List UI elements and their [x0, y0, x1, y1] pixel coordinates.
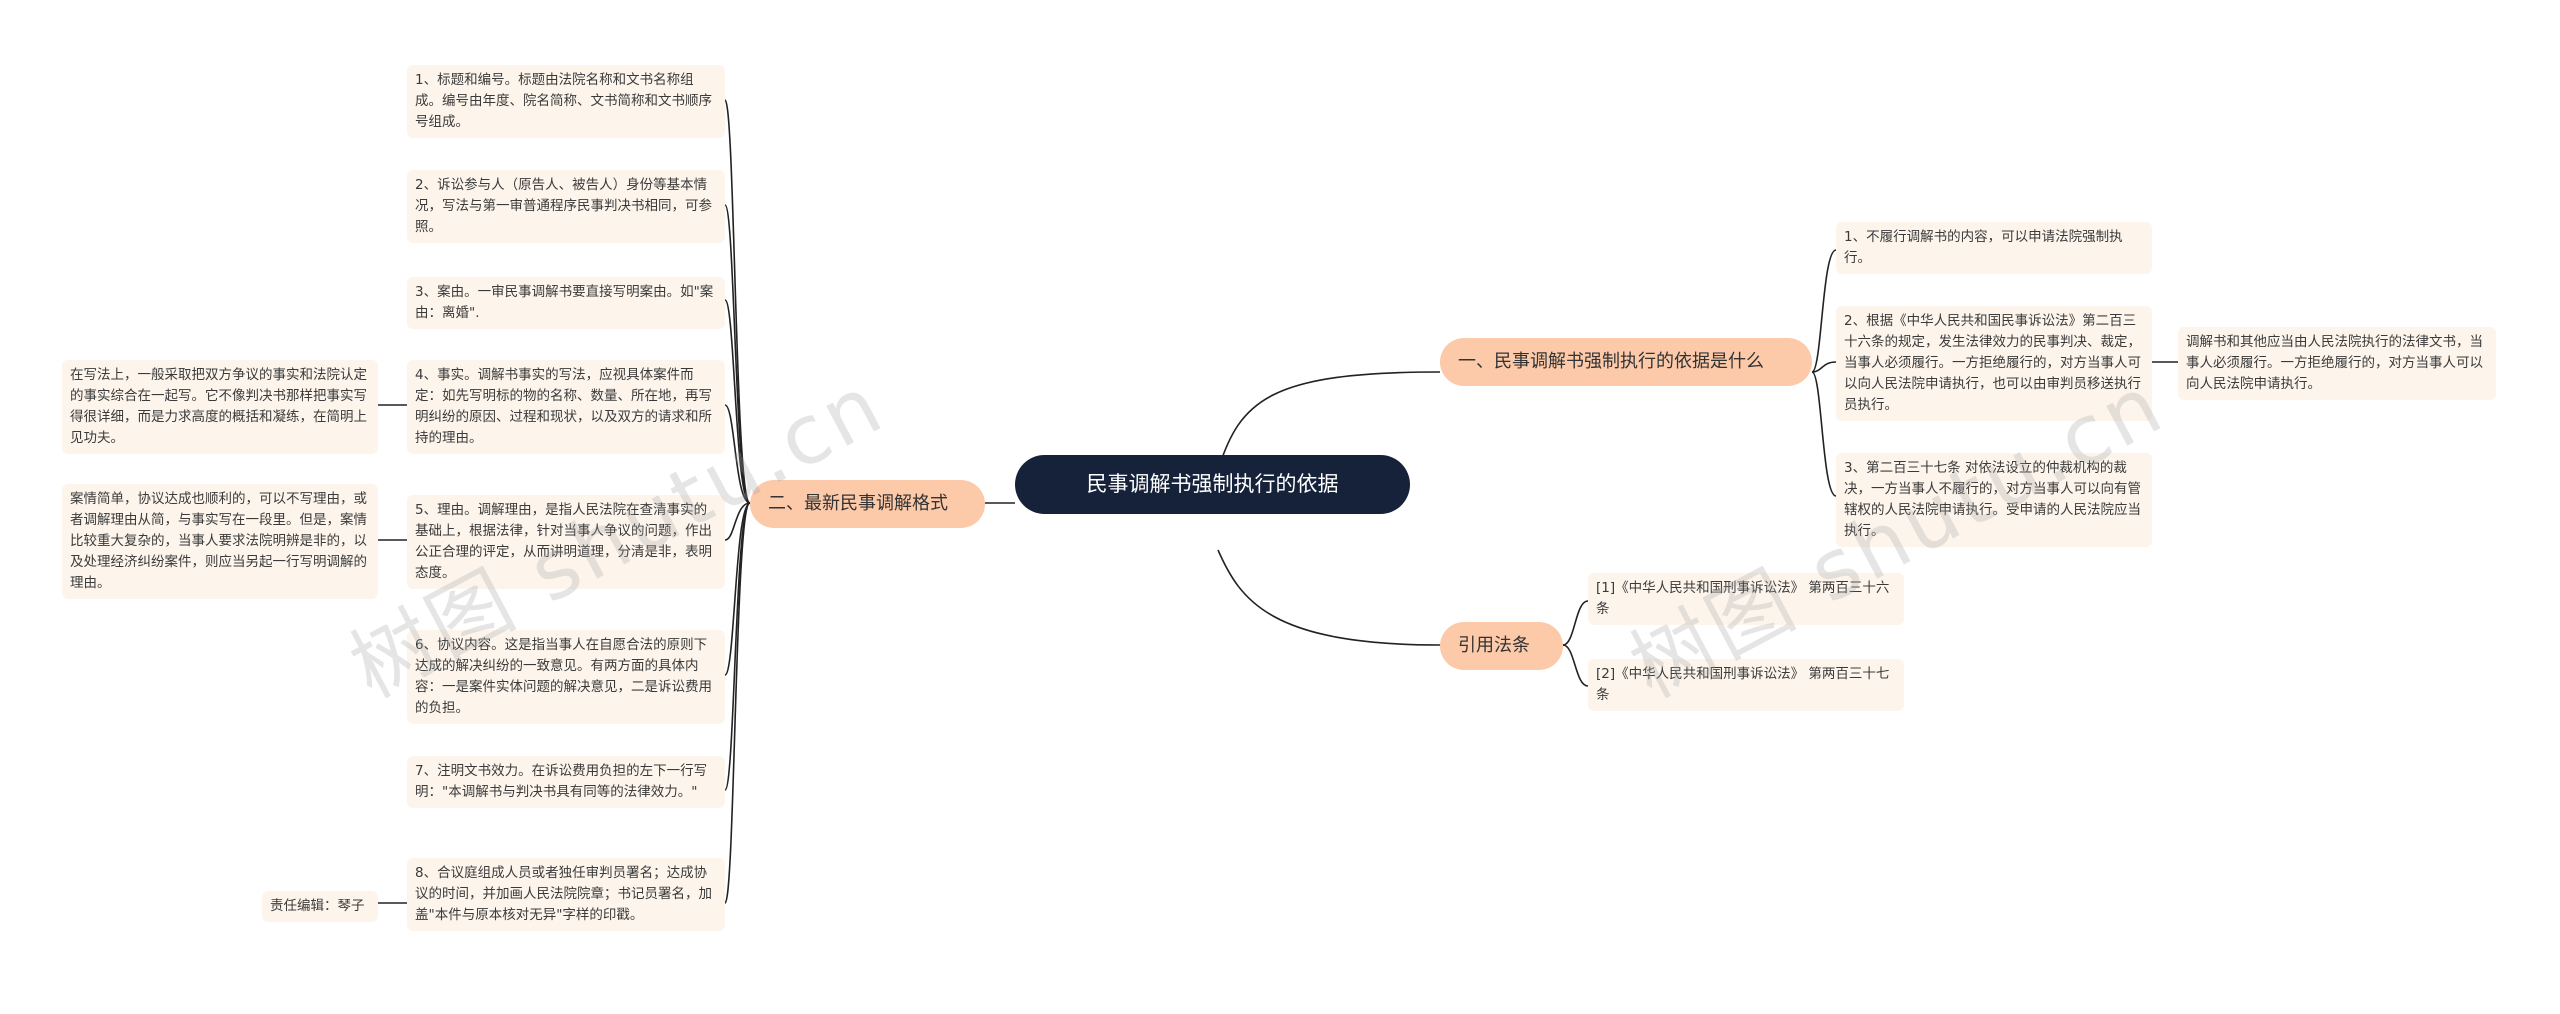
connector-root-basis: [1217, 371, 1441, 471]
basis-item-2-note-text: 调解书和其他应当由人民法院执行的法律文书，当事人必须履行。一方拒绝履行的，对方当…: [2186, 334, 2483, 392]
format-item-4-note-text: 在写法上，一般采取把双方争议的事实和法院认定的事实综合在一起写。它不像判决书那样…: [70, 367, 367, 446]
basis-item-2-text: 2、根据《中华人民共和国民事诉讼法》第二百三十六条的规定，发生法律效力的民事判决…: [1844, 313, 2141, 413]
connector-format-item6: [724, 502, 751, 676]
format-item-4-text: 4、事实。调解书事实的写法，应视具体案件而定：如先写明标的物的名称、数量、所在地…: [415, 367, 712, 446]
basis-item-2[interactable]: 2、根据《中华人民共和国民事诉讼法》第二百三十六条的规定，发生法律效力的民事判决…: [1836, 306, 2152, 421]
format-item-5-text: 5、理由。调解理由，是指人民法院在查清事实的基础上，根据法律，针对当事人争议的问…: [415, 502, 712, 581]
format-item-1-text: 1、标题和编号。标题由法院名称和文书名称组成。编号由年度、院名简称、文书简称和文…: [415, 72, 712, 130]
format-item-6[interactable]: 6、协议内容。这是指当事人在自愿合法的原则下达成的解决纠纷的一致意见。有两方面的…: [407, 630, 725, 724]
connector-root-citations: [1217, 549, 1441, 646]
branch-citations[interactable]: 引用法条: [1440, 622, 1563, 670]
format-item-2[interactable]: 2、诉讼参与人（原告人、被告人）身份等基本情况，写法与第一审普通程序民事判决书相…: [407, 170, 725, 243]
connector-format-item4: [724, 404, 751, 504]
connector-basis-item2: [1811, 361, 1837, 373]
format-item-3-text: 3、案由。一审民事调解书要直接写明案由。如"案由：离婚".: [415, 284, 714, 321]
basis-item-3[interactable]: 3、第二百三十七条 对依法设立的仲裁机构的裁决，一方当事人不履行的，对方当事人可…: [1836, 453, 2152, 547]
connector-format-item2: [724, 204, 751, 504]
connector-citation2: [1562, 644, 1589, 687]
format-item-8-note[interactable]: 责任编辑：琴子: [262, 891, 378, 922]
branch-citations-label: 引用法条: [1458, 635, 1530, 656]
branch-format[interactable]: 二、最新民事调解格式: [750, 480, 985, 528]
format-item-4-note[interactable]: 在写法上，一般采取把双方争议的事实和法院认定的事实综合在一起写。它不像判决书那样…: [62, 360, 378, 454]
branch-basis[interactable]: 一、民事调解书强制执行的依据是什么: [1440, 338, 1812, 386]
citation-2[interactable]: [2]《中华人民共和国刑事诉讼法》 第两百三十七条: [1588, 659, 1904, 711]
citation-2-text: [2]《中华人民共和国刑事诉讼法》 第两百三十七条: [1596, 666, 1890, 703]
format-item-8-text: 8、合议庭组成人员或者独任审判员署名；达成协议的时间，并加画人民法院院章；书记员…: [415, 865, 712, 923]
connector-format-item5: [724, 502, 751, 541]
connector-basis-item1: [1811, 249, 1837, 373]
format-item-6-text: 6、协议内容。这是指当事人在自愿合法的原则下达成的解决纠纷的一致意见。有两方面的…: [415, 637, 712, 716]
format-item-4[interactable]: 4、事实。调解书事实的写法，应视具体案件而定：如先写明标的物的名称、数量、所在地…: [407, 360, 725, 454]
connector-format-item1: [724, 99, 751, 504]
format-item-2-text: 2、诉讼参与人（原告人、被告人）身份等基本情况，写法与第一审普通程序民事判决书相…: [415, 177, 712, 235]
connector-citation1: [1562, 600, 1589, 646]
format-item-3[interactable]: 3、案由。一审民事调解书要直接写明案由。如"案由：离婚".: [407, 277, 725, 329]
format-item-5[interactable]: 5、理由。调解理由，是指人民法院在查清事实的基础上，根据法律，针对当事人争议的问…: [407, 495, 725, 589]
basis-item-2-note[interactable]: 调解书和其他应当由人民法院执行的法律文书，当事人必须履行。一方拒绝履行的，对方当…: [2178, 327, 2496, 400]
format-item-8[interactable]: 8、合议庭组成人员或者独任审判员署名；达成协议的时间，并加画人民法院院章；书记员…: [407, 858, 725, 931]
citation-1[interactable]: [1]《中华人民共和国刑事诉讼法》 第两百三十六条: [1588, 573, 1904, 625]
branch-format-label: 二、最新民事调解格式: [768, 493, 948, 514]
connector-basis-item3: [1811, 371, 1837, 497]
format-item-8-note-text: 责任编辑：琴子: [270, 898, 365, 914]
connector-format-item7: [724, 502, 751, 791]
format-item-7-text: 7、注明文书效力。在诉讼费用负担的左下一行写明："本调解书与判决书具有同等的法律…: [415, 763, 708, 800]
connector-format-item8: [724, 502, 751, 904]
basis-item-1[interactable]: 1、不履行调解书的内容，可以申请法院强制执行。: [1836, 222, 2152, 274]
basis-item-1-text: 1、不履行调解书的内容，可以申请法院强制执行。: [1844, 229, 2123, 266]
root-topic-label: 民事调解书强制执行的依据: [1086, 472, 1339, 496]
format-item-1[interactable]: 1、标题和编号。标题由法院名称和文书名称组成。编号由年度、院名简称、文书简称和文…: [407, 65, 725, 138]
format-item-5-note-text: 案情简单，协议达成也顺利的，可以不写理由，或者调解理由从简，与事实写在一段里。但…: [70, 491, 367, 591]
citation-1-text: [1]《中华人民共和国刑事诉讼法》 第两百三十六条: [1596, 580, 1890, 617]
connector-format-item3: [724, 299, 751, 504]
branch-basis-label: 一、民事调解书强制执行的依据是什么: [1458, 351, 1764, 372]
basis-item-3-text: 3、第二百三十七条 对依法设立的仲裁机构的裁决，一方当事人不履行的，对方当事人可…: [1844, 460, 2141, 539]
format-item-7[interactable]: 7、注明文书效力。在诉讼费用负担的左下一行写明："本调解书与判决书具有同等的法律…: [407, 756, 725, 808]
format-item-5-note[interactable]: 案情简单，协议达成也顺利的，可以不写理由，或者调解理由从简，与事实写在一段里。但…: [62, 484, 378, 599]
root-topic[interactable]: 民事调解书强制执行的依据: [1015, 455, 1410, 514]
